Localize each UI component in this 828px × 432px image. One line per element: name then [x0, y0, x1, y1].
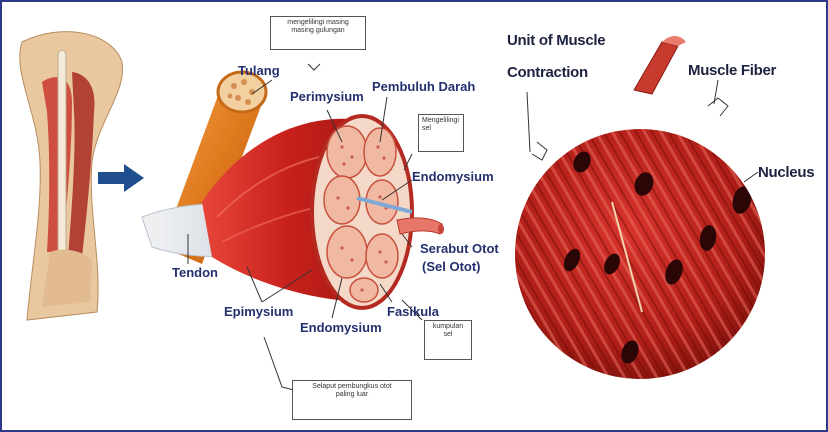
label-epimysium: Epimysium: [224, 305, 293, 319]
callout-epimysium-line1: Selaput pembungkus otot: [296, 383, 408, 391]
callout-perimysium-note: mengelilingi masing masing gulungan: [270, 16, 366, 50]
callout-epimysium-line2: paling luar: [296, 391, 408, 399]
label-perimysium: Perimysium: [290, 90, 364, 104]
callout-endomysium-line1: Mengelilingi: [422, 117, 460, 125]
label-tulang: Tulang: [238, 64, 280, 78]
callout-perimysium-line2: masing gulungan: [274, 27, 362, 35]
label-unit-of-muscle: Unit of Muscle: [507, 32, 605, 49]
label-nucleus: Nucleus: [758, 164, 814, 181]
label-fasikula: Fasikula: [387, 305, 439, 319]
callout-endomysium-line2: sel: [422, 125, 460, 133]
callout-fasikula-line2: sel: [428, 331, 468, 339]
callout-fasikula-note: kumpulan sel: [424, 320, 472, 360]
label-endomysium-right: Endomysium: [412, 170, 494, 184]
label-tendon: Tendon: [172, 266, 218, 280]
callout-perimysium-line1: mengelilingi masing: [274, 19, 362, 27]
label-contraction: Contraction: [507, 64, 588, 81]
label-sel-otot: (Sel Otot): [422, 260, 481, 274]
muscle-fiber-magnified-illustration: [502, 36, 782, 392]
label-muscle-fiber: Muscle Fiber: [688, 62, 776, 79]
label-serabut-otot: Serabut Otot: [420, 242, 499, 256]
label-pembuluh-darah: Pembuluh Darah: [372, 80, 475, 94]
callout-endomysium-note: Mengelilingi sel: [418, 114, 464, 152]
label-endomysium-bottom: Endomysium: [300, 321, 382, 335]
right-arrow-icon: [98, 164, 144, 192]
callout-epimysium-note: Selaput pembungkus otot paling luar: [292, 380, 412, 420]
callout-fasikula-line1: kumpulan: [428, 323, 468, 331]
